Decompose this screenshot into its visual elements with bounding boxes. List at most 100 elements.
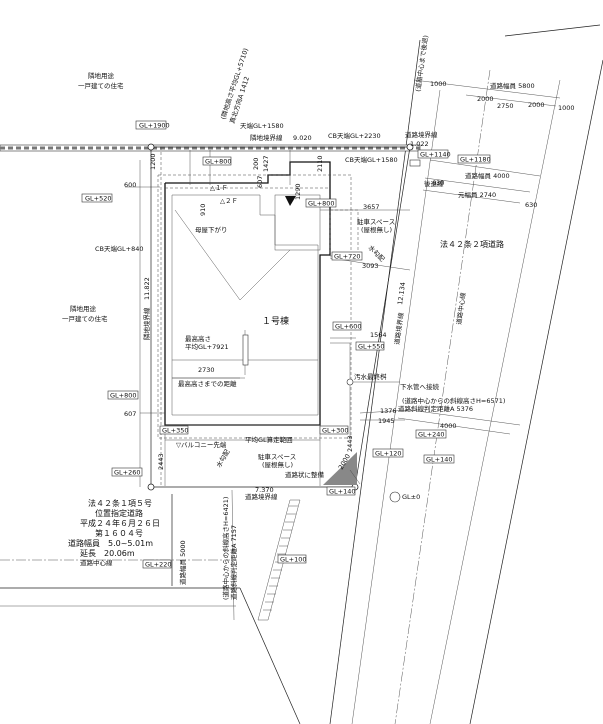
- right-road: [329, 24, 603, 724]
- parking-bottom-sub: (屋根無し): [262, 460, 293, 469]
- dim-1376: 1376: [380, 407, 397, 415]
- road-width-mid: 道路幅員 4000: [465, 171, 510, 180]
- gl-tag: GL+800: [205, 158, 232, 166]
- gl-tag: GL+300: [322, 427, 349, 435]
- north-neighbor-use-label: 隣地用途: [88, 71, 115, 80]
- right-boundary-label: 道路境界線: [392, 311, 406, 345]
- dim-1200: 1200: [149, 153, 157, 170]
- road-slant-distance: 道路斜線判定距離A 5376: [398, 404, 473, 413]
- left-boundary-label: 隣地境界線: [142, 307, 151, 340]
- sewer-pipe-label: 下水管へ接続: [400, 382, 440, 391]
- sewer-mass-label: 汚水最終桝: [354, 372, 387, 381]
- right-road-setback-note: (道路中心まで後退): [413, 35, 430, 93]
- gl-tag: GL+100: [280, 556, 307, 564]
- dim-630: 630: [525, 201, 537, 209]
- left-road-line2: 位置指定道路: [95, 508, 143, 518]
- cb-left-label: CB天端GL+840: [95, 244, 144, 253]
- left-road-line6: 延長 20.06m: [80, 548, 135, 558]
- left-road-line5: 道路幅員 5.0~5.01m: [68, 538, 153, 548]
- road-slant-note: (道路中心からの斜線高さH=6571): [402, 396, 505, 405]
- dim-607: 607: [124, 410, 136, 418]
- left-road-centerline-label: 道路中心線: [80, 558, 113, 567]
- dim-1427: 1427: [262, 155, 270, 172]
- dim-3093: 3093: [362, 262, 379, 270]
- corner-boundary-label: 道路境界線: [405, 130, 438, 139]
- floor-2f-label: △２Ｆ: [220, 197, 238, 205]
- gl-tag: GL+350: [162, 427, 189, 435]
- north-neighbor-use-value: 一戸建ての住宅: [78, 81, 124, 90]
- sewer: [330, 342, 400, 440]
- building-name-label: １号棟: [262, 315, 289, 327]
- max-height-distance-label: 最高高さまでの距離: [178, 379, 237, 388]
- stairs: [257, 499, 301, 621]
- gl-tag: GL+140: [329, 488, 356, 496]
- dim-2443: 2443: [157, 453, 165, 470]
- left-road-line3: 平成２４年６月２６日: [80, 518, 160, 528]
- left-boundary-length: 11.822: [143, 277, 151, 300]
- dim-2443: 2443: [346, 435, 354, 452]
- dim-600: 600: [124, 181, 136, 189]
- dim-3657: 3657: [363, 203, 380, 211]
- bottom-boundary-length: 7.370: [255, 486, 274, 494]
- gl-tag: GL+720: [334, 253, 361, 261]
- right-road-centerline-label: 道路中心線: [454, 291, 468, 325]
- left-road-slant-note: (道路中心からの斜線高さH=6421): [221, 497, 230, 600]
- gl-tag: GL+800: [110, 392, 137, 400]
- dim-1945: 1945: [378, 417, 395, 425]
- gl-tag: GL+550: [358, 343, 385, 351]
- cb-top-right-label: CB天端GL+2230: [328, 131, 381, 140]
- left-road: [0, 489, 301, 724]
- left-road-width-label: 道路幅員 5000: [178, 540, 187, 585]
- road-width-orig: 元幅員 2740: [458, 190, 496, 199]
- dim-2750: 2750: [497, 102, 514, 110]
- corner-cut-fill: [323, 452, 357, 485]
- dim-2730: 2730: [198, 366, 215, 374]
- building-1: [157, 161, 359, 441]
- left-road-line4: 第１６０４号: [95, 528, 143, 538]
- dim-4000: 4000: [440, 422, 457, 430]
- roof-ridge-label: 母屋下がり: [195, 225, 228, 234]
- gl-tag: GL+140: [426, 456, 453, 464]
- parking-top-sub: (屋根無し): [361, 225, 392, 234]
- left-road-line1: 法４２条１項５号: [88, 498, 152, 508]
- gl-tag: GL+240: [418, 431, 445, 439]
- dim-630: 630: [432, 179, 444, 187]
- dimension-lines: [125, 150, 411, 487]
- gl-origin-marker: [389, 491, 401, 503]
- top-boundary-length: 9.020: [293, 134, 312, 142]
- water-slope-label: 水勾配: [367, 243, 388, 264]
- dim-2000: 2000: [528, 101, 545, 109]
- left-road-slant-distance: 道路斜線判定距離A 7157: [229, 525, 238, 600]
- avg-gl-range-label: 平均GL算定範囲: [245, 435, 293, 444]
- heaven-line-label: 天端GL+1580: [240, 121, 284, 130]
- gl-tag: GL+1900: [139, 122, 170, 130]
- west-neighbor-use-label: 隣地用途: [70, 304, 97, 313]
- corner-cut-label: 道路状に整備: [285, 470, 325, 479]
- dim-1290: 1290: [294, 183, 302, 200]
- corner-boundary-length: 1.022: [410, 140, 429, 148]
- cb-right-label: CB天端GL+1580: [345, 155, 398, 164]
- top-boundary-label: 隣地境界線: [250, 133, 283, 142]
- water-slope-bottom: 水勾配: [214, 447, 232, 469]
- gl-tag: GL+260: [114, 469, 141, 477]
- dimension-values: 1000 2000 2750 2000 1000 600 1200 200 14…: [124, 80, 575, 471]
- dim-2000: 2000: [477, 95, 494, 103]
- gl-tag: GL+600: [335, 323, 362, 331]
- dim-910: 910: [199, 204, 207, 216]
- road-width-top: 道路幅員 5800: [490, 81, 535, 90]
- gl-tag: GL+120: [375, 450, 402, 458]
- gl-tags: GL+1900 GL+800 GL+520 GL+800 GL+1140 GL+…: [81, 120, 491, 569]
- dim-200: 200: [252, 158, 260, 170]
- road-setback-label: 後退線: [424, 179, 444, 188]
- gl-tag: GL+520: [85, 195, 112, 203]
- dim-607: 607: [256, 176, 264, 188]
- dim-2110: 2110: [316, 155, 324, 172]
- gl-tag: GL+1140: [420, 151, 451, 159]
- right-boundary-length: 12.134: [396, 282, 407, 306]
- dim-1564: 1564: [370, 331, 387, 339]
- gl-tag: GL+1180: [460, 156, 491, 164]
- max-height-value: 平均GL+7921: [185, 342, 229, 351]
- balcony-label: ▽バルコニー先端: [176, 440, 227, 449]
- floor-1f-label: △１Ｆ: [210, 184, 228, 192]
